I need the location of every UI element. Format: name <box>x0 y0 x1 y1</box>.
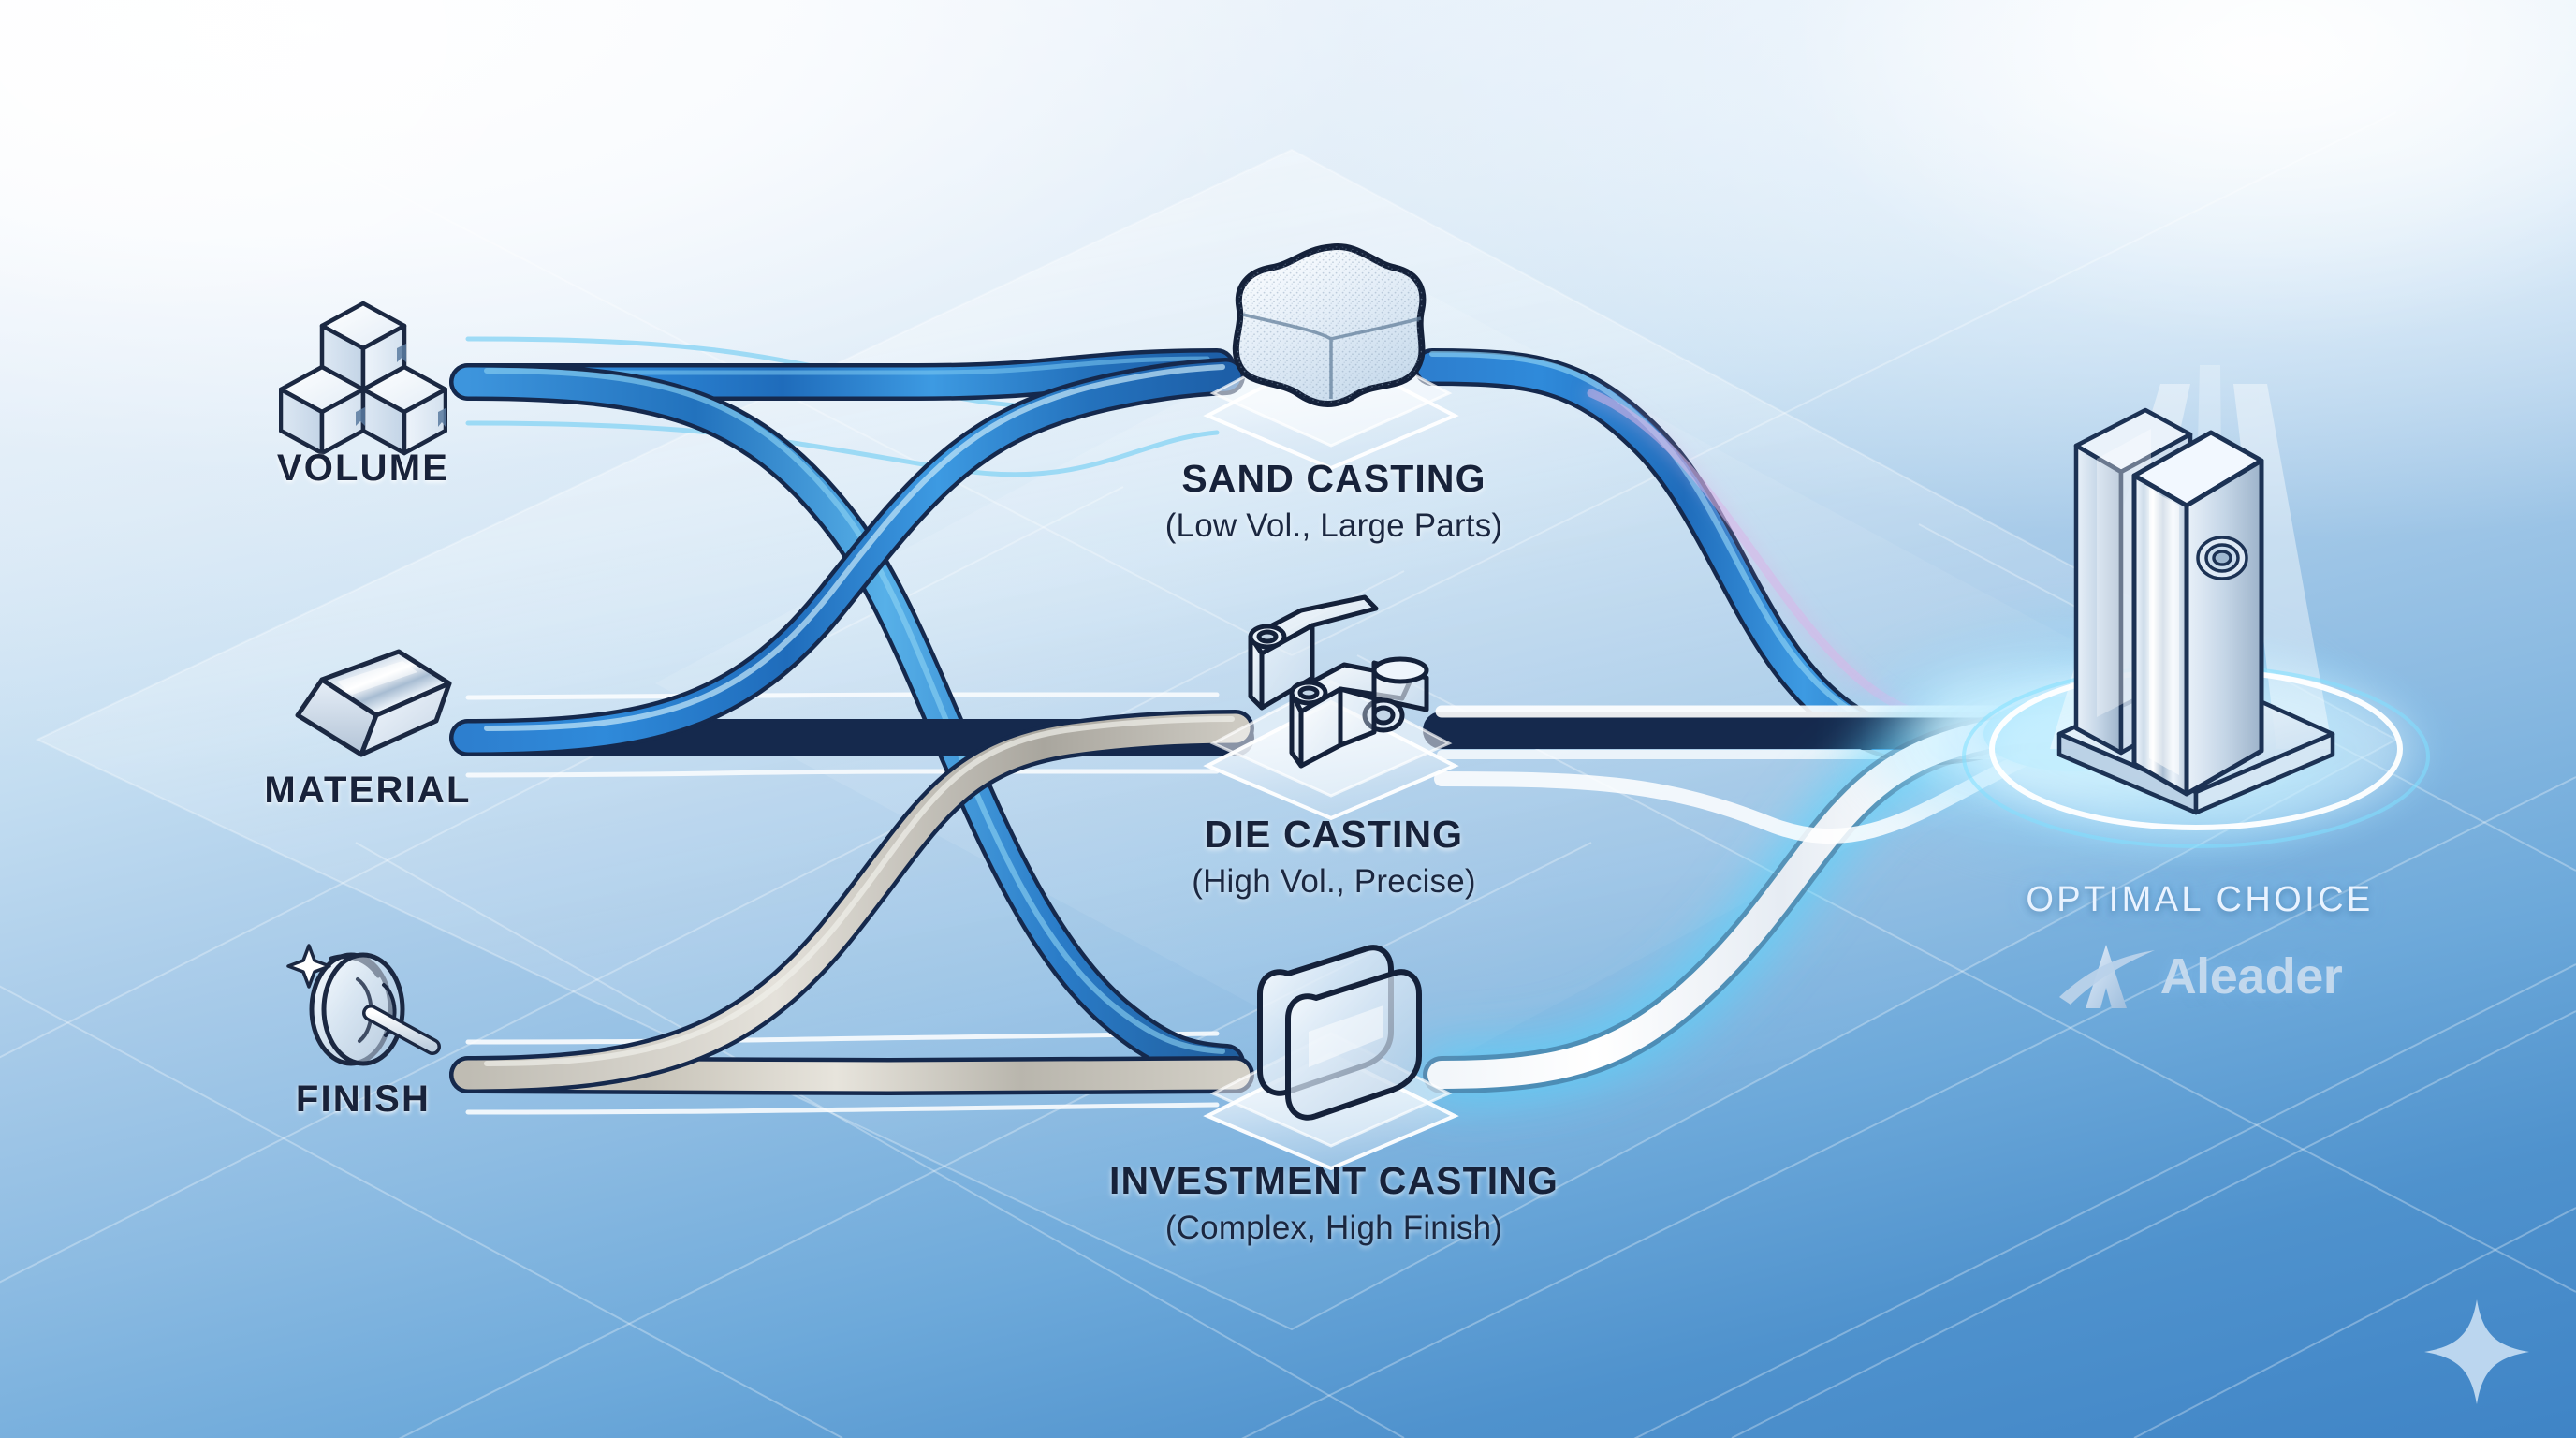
guide-strands <box>465 336 1220 1115</box>
investment-casting-node-platform <box>1203 945 1459 1170</box>
corner-light-bloom <box>0 0 2576 346</box>
tower-lens-icon <box>2196 536 2248 580</box>
rough-sand-blob-icon <box>1232 243 1427 408</box>
metal-tower-product-icon <box>2131 430 2264 797</box>
polished-plates-icon <box>1257 945 1422 1121</box>
die-casting-node-platform <box>1203 594 1459 821</box>
ribbon-volume-cross-down <box>449 363 1245 1081</box>
sand-casting-node-platform <box>1203 243 1459 471</box>
metal-ingot-icon <box>295 649 452 757</box>
small-sparkle-icon <box>286 944 331 989</box>
polishing-wheel-icon <box>286 944 441 1066</box>
four-point-sparkle-icon <box>2424 1299 2529 1404</box>
ribbon-finish-cross-up <box>449 710 1254 1093</box>
outcome-group <box>1925 365 2467 869</box>
background-grid-lines <box>0 37 2576 1438</box>
precision-machined-part-icon <box>1248 594 1429 769</box>
stacked-cubes-icon <box>279 301 447 456</box>
ribbon-material-cross-up <box>449 358 1245 756</box>
